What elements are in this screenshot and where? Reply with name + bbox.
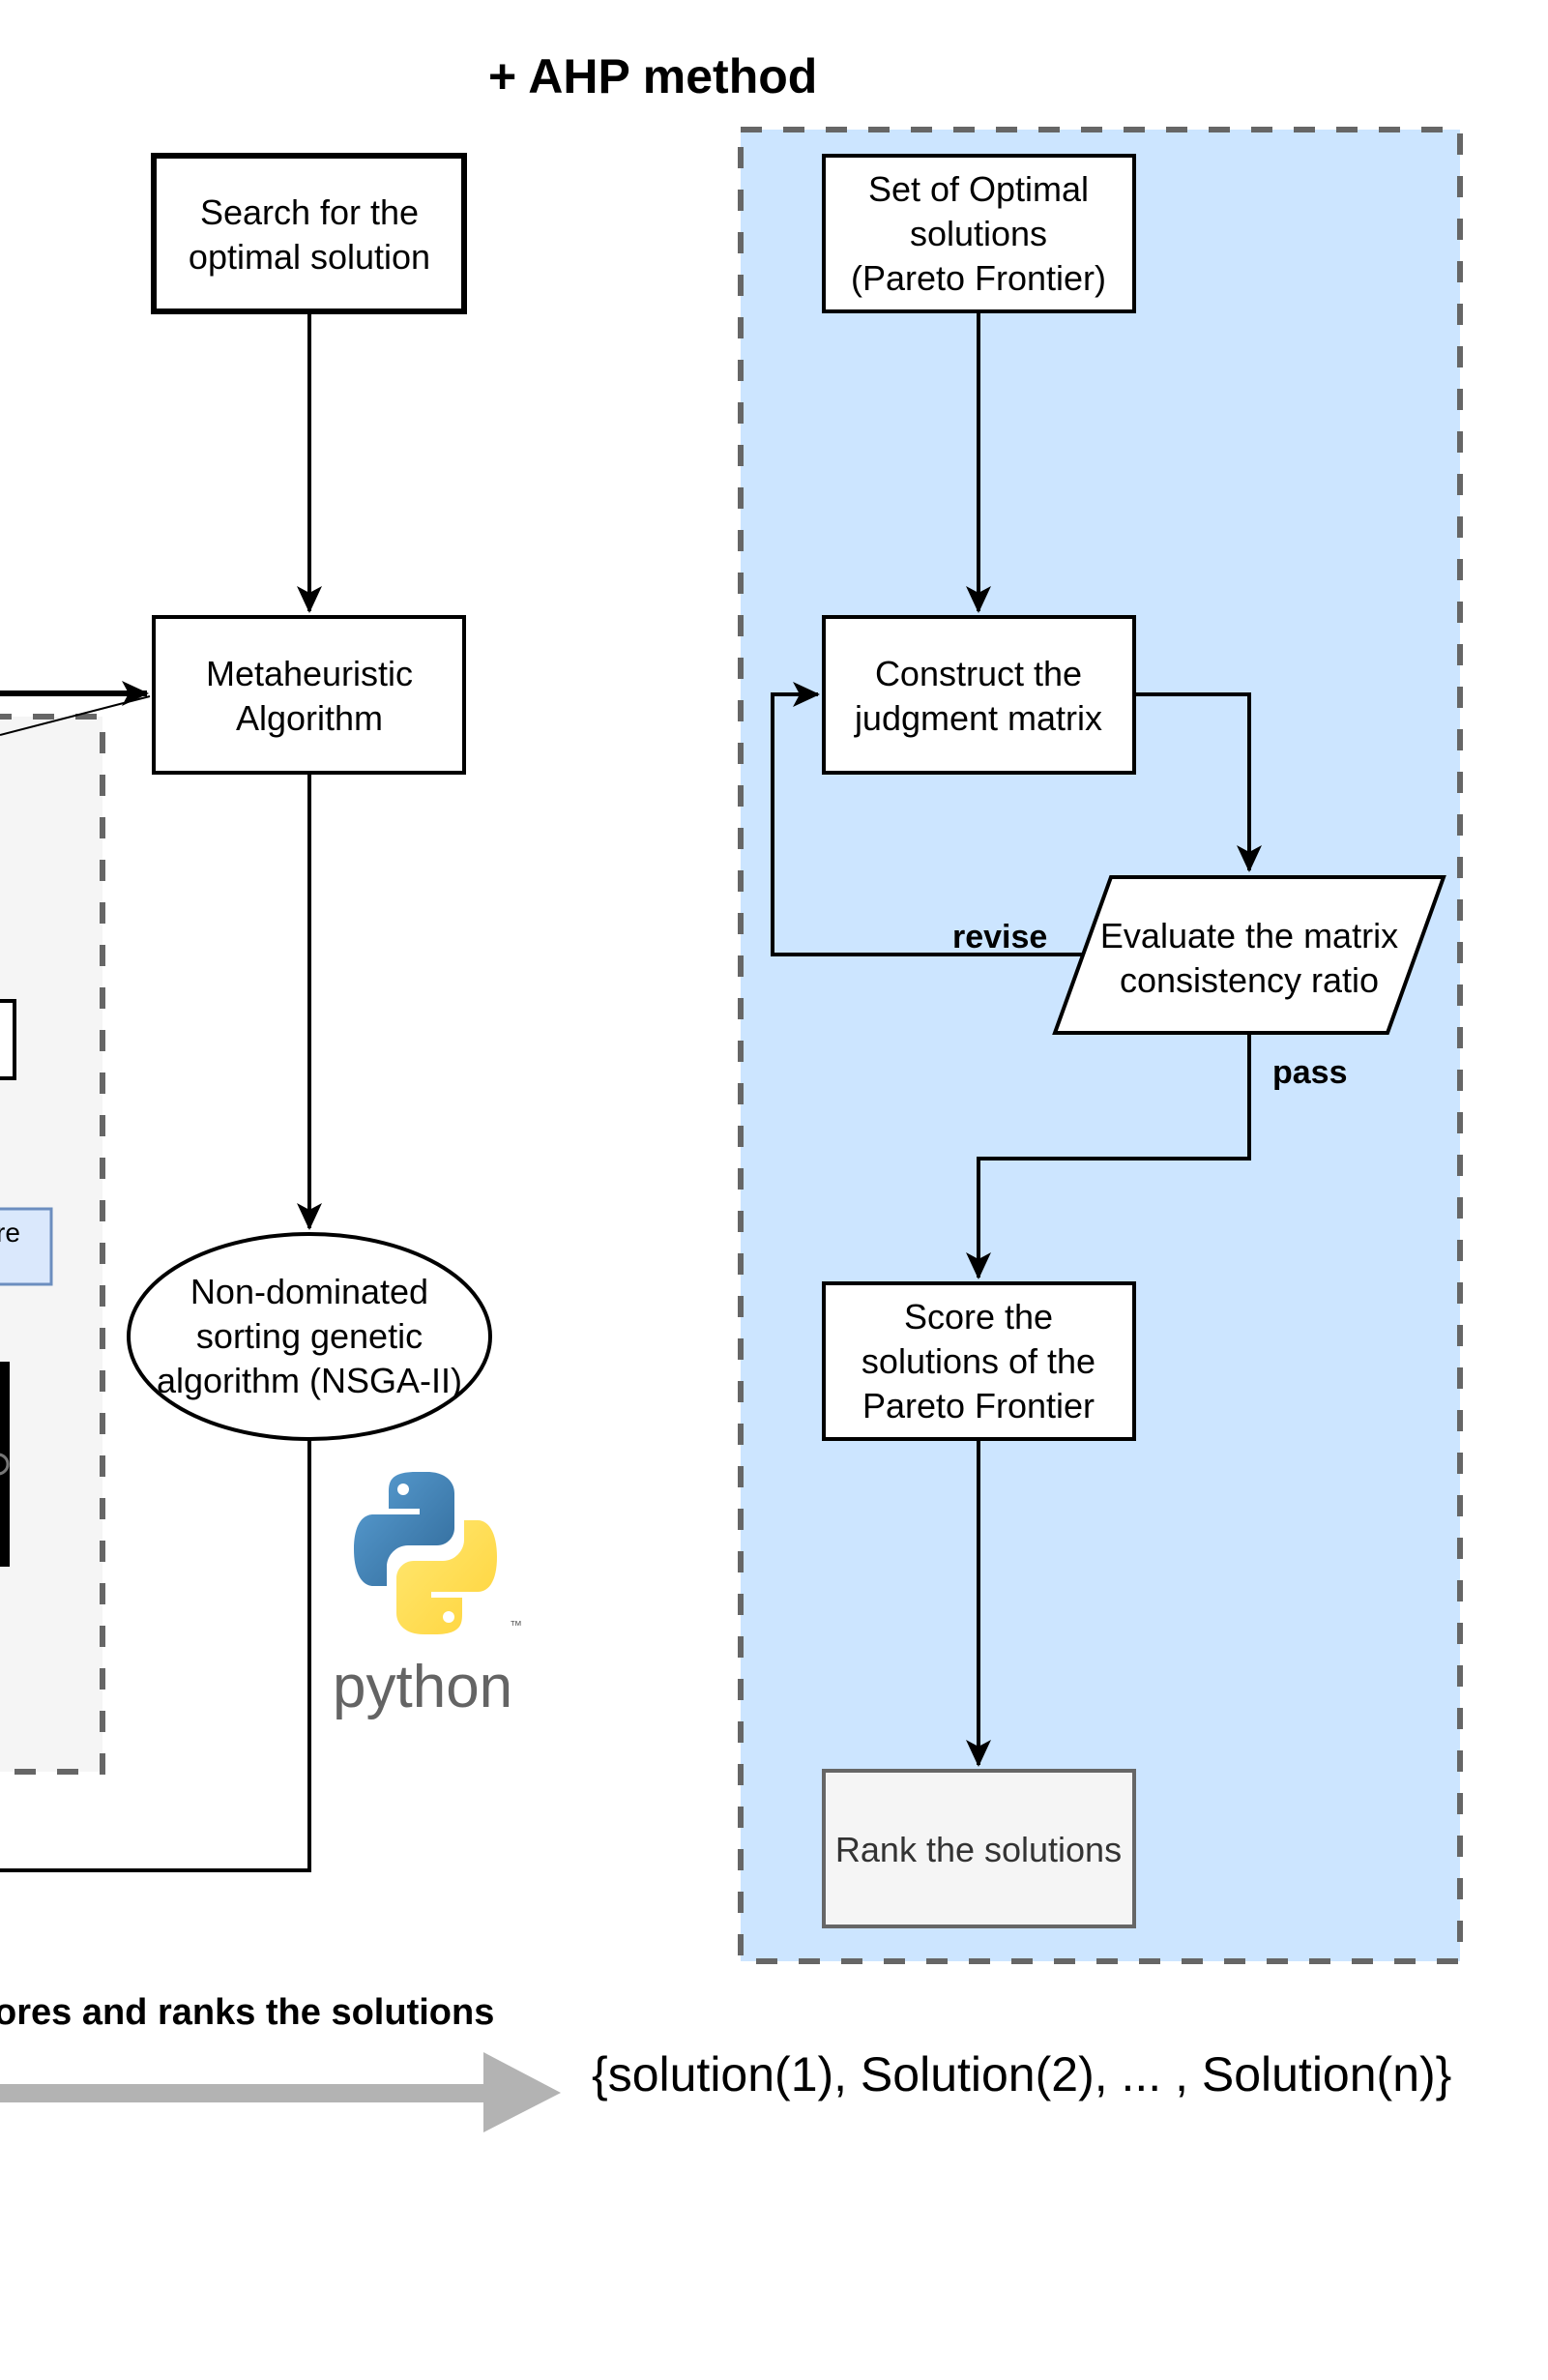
score-line-3: Pareto Frontier: [862, 1386, 1095, 1425]
left-panel-image-detail: [0, 1453, 10, 1476]
metaheuristic-box-line-2: Algorithm: [236, 698, 383, 738]
nsga-line-1: Non-dominated: [190, 1272, 428, 1311]
nsga-line-2: sorting genetic: [196, 1316, 423, 1356]
left-panel-light-box: [0, 1207, 53, 1286]
evaluate-line-2: consistency ratio: [1120, 960, 1379, 1000]
nsga-ellipse: Non-dominated sorting genetic algorithm …: [127, 1232, 492, 1441]
score-line-1: Score the: [904, 1297, 1053, 1337]
metaheuristic-box-line-1: Metaheuristic: [206, 654, 413, 693]
construct-matrix-box: Construct the judgment matrix: [822, 615, 1136, 775]
set-optimal-line-1: Set of Optimal: [868, 169, 1089, 209]
rank-solutions-box: Rank the solutions: [822, 1769, 1136, 1928]
evaluate-line-1: Evaluate the matrix: [1100, 916, 1398, 955]
set-optimal-line-2: solutions: [910, 214, 1047, 253]
bottom-caption: ores and ranks the solutions: [0, 1992, 494, 2033]
diagram-title: + AHP method: [488, 49, 817, 103]
ahp-panel: [738, 127, 1463, 1964]
set-optimal-box: Set of Optimal solutions (Pareto Frontie…: [822, 154, 1136, 313]
score-solutions-box: Score the solutions of the Pareto Fronti…: [822, 1281, 1136, 1441]
left-panel-light-box-text: re: [0, 1218, 20, 1248]
rank-box-text: Rank the solutions: [835, 1830, 1122, 1869]
search-box-line-2: optimal solution: [189, 237, 430, 277]
left-panel-box: [0, 999, 16, 1080]
python-logo: python ™: [333, 1472, 522, 1720]
search-box-line-1: Search for the: [200, 192, 419, 232]
left-panel-dark-image: [0, 1362, 10, 1567]
python-tm: ™: [510, 1618, 522, 1632]
pass-label: pass: [1272, 1054, 1348, 1091]
nsga-line-3: algorithm (NSGA-II): [157, 1361, 462, 1400]
score-line-2: solutions of the: [862, 1341, 1095, 1381]
python-snake-icon: [354, 1472, 497, 1634]
connector-revise-loop: [771, 682, 1084, 956]
evaluate-consistency-box: Evaluate the matrix consistency ratio: [1052, 875, 1446, 1035]
search-box: Search for the optimal solution: [151, 153, 467, 314]
result-big-arrow: [0, 2052, 561, 2132]
result-solution-set: {solution(1), Solution(2), ... , Solutio…: [592, 2047, 1451, 2101]
set-optimal-line-3: (Pareto Frontier): [851, 258, 1106, 298]
construct-line-1: Construct the: [875, 654, 1082, 693]
metaheuristic-box: Metaheuristic Algorithm: [152, 615, 466, 775]
revise-label: revise: [952, 919, 1047, 955]
construct-line-2: judgment matrix: [854, 698, 1102, 738]
connector-construct-to-evaluate: [1134, 692, 1262, 872]
left-panel: re: [0, 714, 105, 1775]
connector-left-to-metaheuristic-thin: [0, 695, 151, 736]
connector-pass-to-score: [966, 1033, 1251, 1279]
connector-nsga-to-left: [0, 1439, 311, 1872]
python-text: python: [333, 1654, 512, 1720]
